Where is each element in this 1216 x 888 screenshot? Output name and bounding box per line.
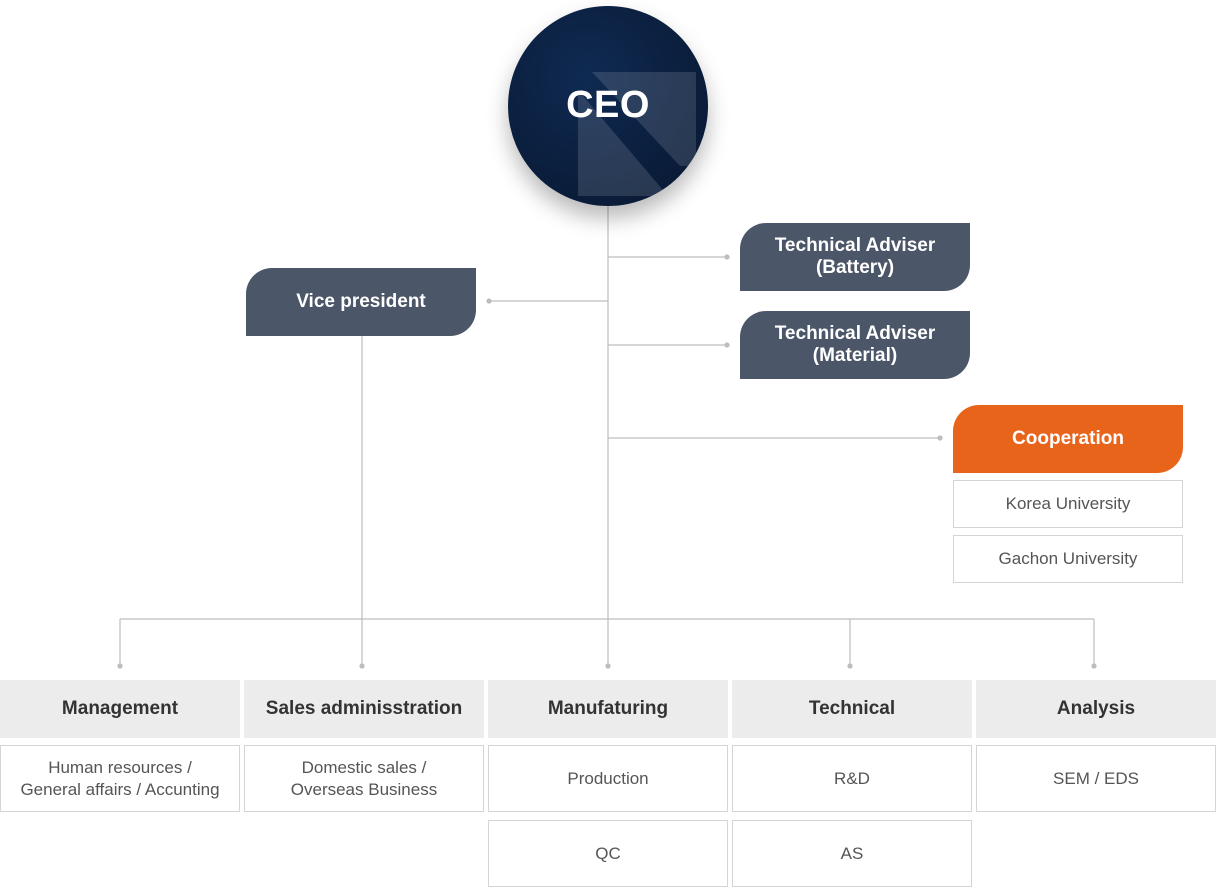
vice-president-box: Vice president (246, 268, 476, 336)
unit-label-line: General affairs / Accunting (20, 779, 220, 799)
cooperation-box: Cooperation (953, 405, 1183, 473)
department-header-manufacturing: Manufaturing (488, 680, 728, 738)
unit-label: AS (840, 843, 864, 863)
department-header-sales: Sales adminisstration (244, 680, 484, 738)
adviser-title: Technical Adviser (774, 323, 936, 344)
department-name: Sales adminisstration (265, 698, 463, 719)
vice-president-label: Vice president (296, 291, 426, 312)
department-name: Manufaturing (547, 698, 669, 719)
unit-label: QC (595, 843, 621, 863)
ceo-label: CEO (566, 84, 650, 126)
department-name: Technical (808, 698, 896, 719)
connector-dot (359, 663, 365, 669)
adviser-field: (Material) (812, 345, 898, 366)
connector-dot (724, 342, 730, 348)
technical-adviser-battery-box: Technical Adviser (Battery) (740, 223, 970, 291)
connector-dot (724, 254, 730, 260)
ceo-node: CEO (508, 6, 708, 206)
unit-box-qc: QC (488, 820, 728, 887)
cooperation-member-label: Korea University (1005, 494, 1131, 513)
connector-dot (605, 663, 611, 669)
cooperation-member-box: Korea University (953, 480, 1183, 528)
adviser-field: (Battery) (815, 257, 895, 278)
adviser-title: Technical Adviser (774, 235, 936, 256)
department-name: Analysis (1056, 698, 1136, 719)
unit-label-line: Domestic sales / (301, 757, 427, 777)
unit-label: Production (567, 768, 649, 788)
unit-label-line: Overseas Business (290, 779, 438, 799)
unit-label-line: Human resources / (48, 757, 192, 777)
unit-label: SEM / EDS (1053, 768, 1139, 788)
unit-box-as: AS (732, 820, 972, 887)
unit-label: R&D (834, 768, 870, 788)
cooperation-member-box: Gachon University (953, 535, 1183, 583)
connector-dot (117, 663, 123, 669)
unit-box-rnd: R&D (732, 745, 972, 812)
connector-dot (937, 435, 943, 441)
technical-adviser-material-box: Technical Adviser (Material) (740, 311, 970, 379)
company-logo-watermark (578, 72, 696, 196)
department-header-technical: Technical (732, 680, 972, 738)
unit-box-sem-eds: SEM / EDS (976, 745, 1216, 812)
department-header-management: Management (0, 680, 240, 738)
department-header-analysis: Analysis (976, 680, 1216, 738)
unit-box-production: Production (488, 745, 728, 812)
department-name: Management (61, 698, 179, 719)
cooperation-label: Cooperation (1012, 428, 1124, 449)
connector-dot (847, 663, 853, 669)
connector-dot (1091, 663, 1097, 669)
connector-dot (486, 298, 492, 304)
unit-box-sales: Domestic sales / Overseas Business (244, 745, 484, 812)
unit-box-management: Human resources / General affairs / Accu… (0, 745, 240, 812)
cooperation-member-label: Gachon University (998, 549, 1138, 568)
